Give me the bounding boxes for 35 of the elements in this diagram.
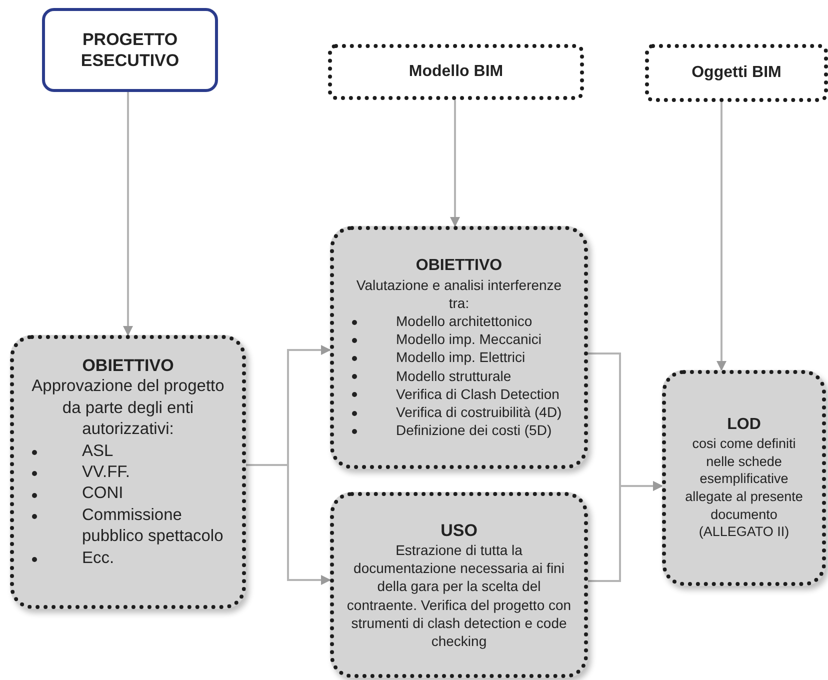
start-box	[42, 8, 218, 92]
box-heading: OBIETTIVO	[82, 355, 174, 376]
arrow	[123, 92, 133, 336]
bullet-item: CONI	[24, 483, 242, 505]
box-title: Oggetti BIM	[690, 63, 782, 83]
bullet-item: Modello imp. Meccanici	[344, 330, 584, 348]
box-title: Modello BIM	[408, 62, 504, 82]
box-title: PROGETTO ESECUTIVO	[80, 28, 180, 72]
arrow	[588, 481, 663, 582]
arrow	[716, 102, 726, 371]
box-description: Valutazione e analisi interferenze tra:	[355, 276, 563, 312]
arrow	[246, 464, 331, 585]
box-description: Approvazione del progetto da parte degli enti autorizzativi:	[30, 376, 226, 440]
process-box	[10, 335, 246, 609]
bullet-item: Modello imp. Elettrici	[344, 348, 584, 367]
bullet-item: ASL	[24, 440, 242, 462]
bullet-item: Definizione dei costi (5D)	[344, 421, 584, 440]
process-box	[330, 492, 588, 678]
box-heading: OBIETTIVO	[416, 256, 502, 276]
bullet-item: VV.FF.	[24, 462, 242, 484]
process-box	[662, 370, 826, 586]
source-box	[328, 44, 584, 100]
bullet-item: Verifica di costruibilità (4D)	[344, 402, 584, 422]
process-box	[330, 226, 588, 469]
box-description: cosi come definiti nelle schede esemplificative allegate al presente documento (ALLEGATO II)	[684, 435, 804, 541]
bullet-item: Commissione pubblico spettacolo	[24, 504, 242, 548]
box-heading: USO	[440, 520, 478, 542]
arrow	[450, 100, 460, 227]
source-box	[645, 44, 828, 102]
bullet-item: Ecc.	[24, 548, 242, 570]
box-heading: LOD	[727, 415, 761, 436]
bullet-item: Verifica di Clash Detection	[344, 384, 584, 403]
bullet-item: Modello strutturale	[344, 366, 584, 385]
bullet-item: Modello architettonico	[344, 312, 584, 330]
box-description: Estrazione di tutta la documentazione necessaria ai fini della gara per la scelta del contraente. Verifica del progetto con strumenti di clash detection e code checking	[346, 541, 572, 650]
